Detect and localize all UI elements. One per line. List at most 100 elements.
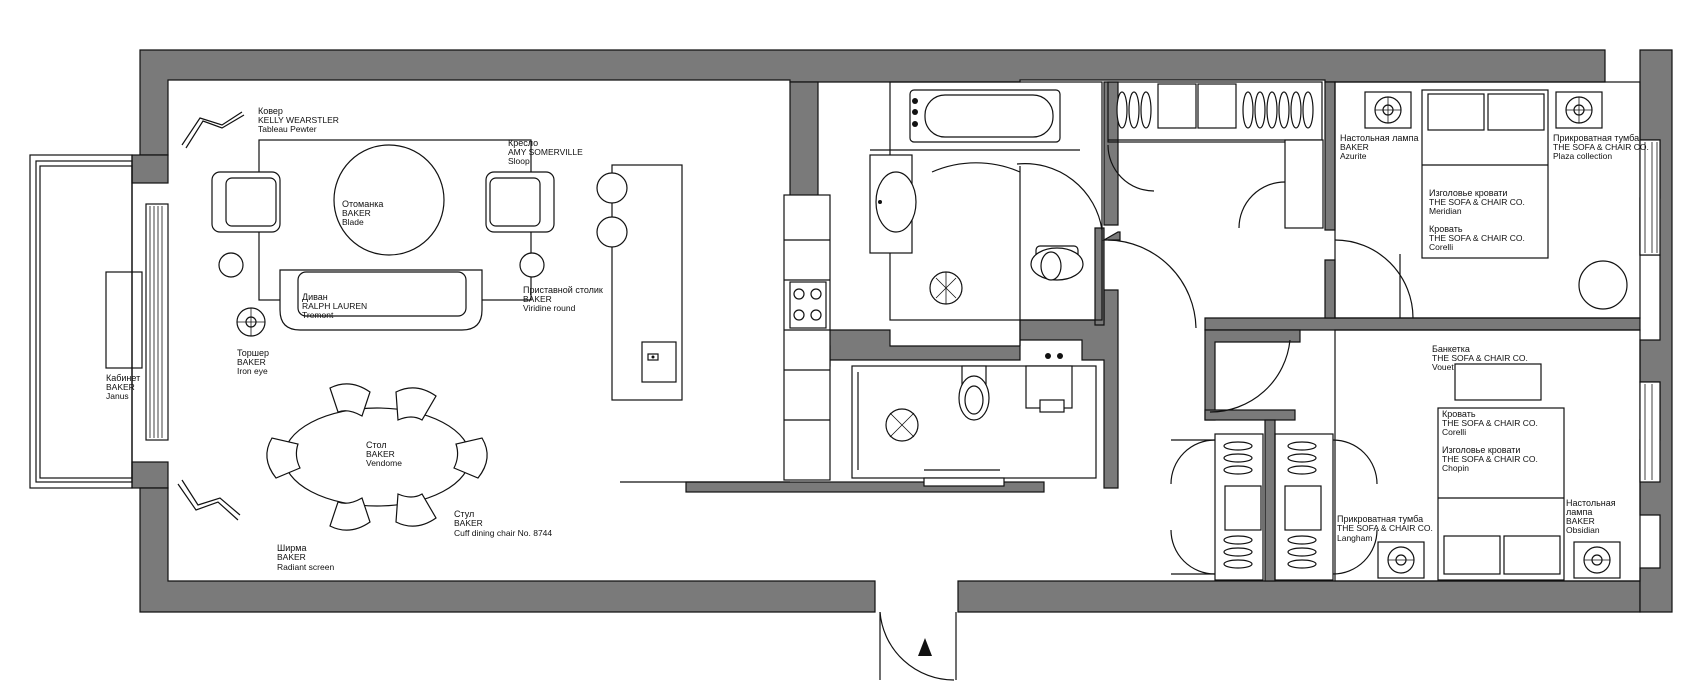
label-model: Vendome xyxy=(366,458,402,468)
label-table-lamp-2: Настольная лампа BAKER Obsidian xyxy=(1566,498,1616,535)
label-brand: BAKER xyxy=(366,449,395,459)
bathroom-lower xyxy=(851,353,1097,487)
label-brand: THE SOFA & CHAIR CO. xyxy=(1553,142,1649,152)
label-side-table: Приставной столик BAKER Viridine round xyxy=(523,285,603,313)
label-type: Кресло xyxy=(508,138,538,148)
label-type: Прикроватная тумба xyxy=(1337,514,1423,524)
sink-lower-icon xyxy=(1025,353,1073,413)
bathroom-upper xyxy=(869,81,1103,346)
hangers-upper-right xyxy=(1242,91,1314,129)
bar-stool-1 xyxy=(596,172,628,204)
label-bed-1: Кровать THE SOFA & CHAIR CO. Corelli xyxy=(1429,224,1525,252)
label-type: Прикроватная тумба xyxy=(1553,133,1639,143)
label-model: Janus xyxy=(106,391,129,401)
label-model: Plaza collection xyxy=(1553,151,1612,161)
label-floor-lamp: Торшер BAKER Iron eye xyxy=(237,348,269,376)
label-brand: BAKER xyxy=(454,518,483,528)
floor-drain-icon xyxy=(929,271,963,305)
dining-chairs xyxy=(266,383,488,531)
label-model: Meridian xyxy=(1429,206,1462,216)
screen-lower xyxy=(177,483,239,521)
bar-stool-2 xyxy=(596,216,628,248)
bedside-lamp-2-icon xyxy=(1377,541,1425,579)
label-type: Изголовье кровати xyxy=(1442,445,1520,455)
round-rug xyxy=(1578,260,1628,310)
label-carpet: Ковер KELLY WEARSTLER Tableau Pewter xyxy=(258,106,339,134)
label-screen: Ширма BAKER Radiant screen xyxy=(277,543,334,572)
label-brand: RALPH LAUREN xyxy=(302,301,367,311)
label-model: Iron eye xyxy=(237,366,268,376)
sink-icon xyxy=(641,341,677,383)
label-brand: BAKER xyxy=(523,294,552,304)
label-headboard-1: Изголовье кровати THE SOFA & CHAIR CO. M… xyxy=(1429,188,1525,216)
label-brand: BAKER xyxy=(1566,516,1595,526)
bench xyxy=(1454,363,1542,401)
label-sofa: Диван RALPH LAUREN Tremont xyxy=(302,292,367,320)
label-model: Chopin xyxy=(1442,463,1469,473)
bathtub-icon xyxy=(909,89,1061,143)
side-table-right xyxy=(519,252,545,278)
living-room xyxy=(177,111,831,531)
entrance xyxy=(879,611,957,681)
label-model: Corelli xyxy=(1429,242,1453,252)
label-brand: BAKER xyxy=(342,208,371,218)
label-type: Приставной столик xyxy=(523,285,603,295)
kitchen-counter xyxy=(783,194,831,481)
label-model: Sloop xyxy=(508,156,530,166)
label-type: Отоманка xyxy=(342,199,383,209)
shower-drain-icon xyxy=(885,408,919,442)
label-armchair: Кресло AMY SOMERVILLE Sloop xyxy=(508,138,583,166)
toilet-icon xyxy=(1030,245,1084,281)
label-type: Кровать xyxy=(1442,409,1476,419)
balcony-area xyxy=(29,154,169,489)
label-table-lamp-1: Настольная лампа BAKER Azurite xyxy=(1340,133,1418,161)
label-type-2: лампа xyxy=(1566,507,1592,517)
label-type: Стул xyxy=(454,509,474,519)
label-type: Изголовье кровати xyxy=(1429,188,1507,198)
label-chair: Стул BAKER Cuff dining chair No. 8744 xyxy=(454,509,552,538)
label-brand: AMY SOMERVILLE xyxy=(508,147,583,157)
label-model: Radiant screen xyxy=(277,562,334,572)
side-table-left xyxy=(218,252,244,278)
label-type: Стол xyxy=(366,440,387,450)
label-type: Ширма xyxy=(277,543,306,553)
label-type: Кабинет xyxy=(106,373,140,383)
label-brand: THE SOFA & CHAIR CO. xyxy=(1442,454,1538,464)
armchair-left xyxy=(211,171,281,233)
hangers-lower xyxy=(1223,441,1317,569)
label-type: Диван xyxy=(302,292,328,302)
wardrobe-upper xyxy=(1107,81,1324,413)
label-brand: KELLY WEARSTLER xyxy=(258,115,339,125)
bedroom-2 xyxy=(1334,329,1661,582)
table-lamp-2-icon xyxy=(1573,541,1621,579)
label-model: Blade xyxy=(342,217,364,227)
label-bedside-1: Прикроватная тумба THE SOFA & CHAIR CO. … xyxy=(1553,133,1649,161)
label-brand: BAKER xyxy=(277,552,306,562)
label-model: Langham xyxy=(1337,533,1372,543)
label-bedside-2: Прикроватная тумба THE SOFA & CHAIR CO. … xyxy=(1337,514,1433,543)
ottoman xyxy=(333,144,445,256)
cabinet-hatch xyxy=(149,206,163,438)
label-type: Банкетка xyxy=(1432,344,1470,354)
label-brand: THE SOFA & CHAIR CO. xyxy=(1429,197,1525,207)
entrance-arrow-icon xyxy=(918,638,932,656)
bedroom-1 xyxy=(1334,81,1661,319)
floor-lamp-icon xyxy=(236,307,266,337)
armchair-right xyxy=(485,171,555,233)
label-type: Кровать xyxy=(1429,224,1463,234)
label-brand: THE SOFA & CHAIR CO. xyxy=(1442,418,1538,428)
vanity-sink-icon xyxy=(869,154,917,254)
label-model: Viridine round xyxy=(523,303,576,313)
label-brand: THE SOFA & CHAIR CO. xyxy=(1432,353,1528,363)
label-type: Ковер xyxy=(258,106,283,116)
hangers-upper-left xyxy=(1116,91,1152,129)
label-model: Cuff dining chair No. 8744 xyxy=(454,528,552,538)
label-brand: BAKER xyxy=(237,357,266,367)
label-table: Стол BAKER Vendome xyxy=(366,440,402,468)
label-model: Tableau Pewter xyxy=(258,124,317,134)
label-model: Obsidian xyxy=(1566,525,1600,535)
labels: Ковер KELLY WEARSTLER Tableau Pewter Кре… xyxy=(106,106,1649,572)
label-type: Торшер xyxy=(237,348,269,358)
label-bed-2: Кровать THE SOFA & CHAIR CO. Corelli xyxy=(1442,409,1538,437)
